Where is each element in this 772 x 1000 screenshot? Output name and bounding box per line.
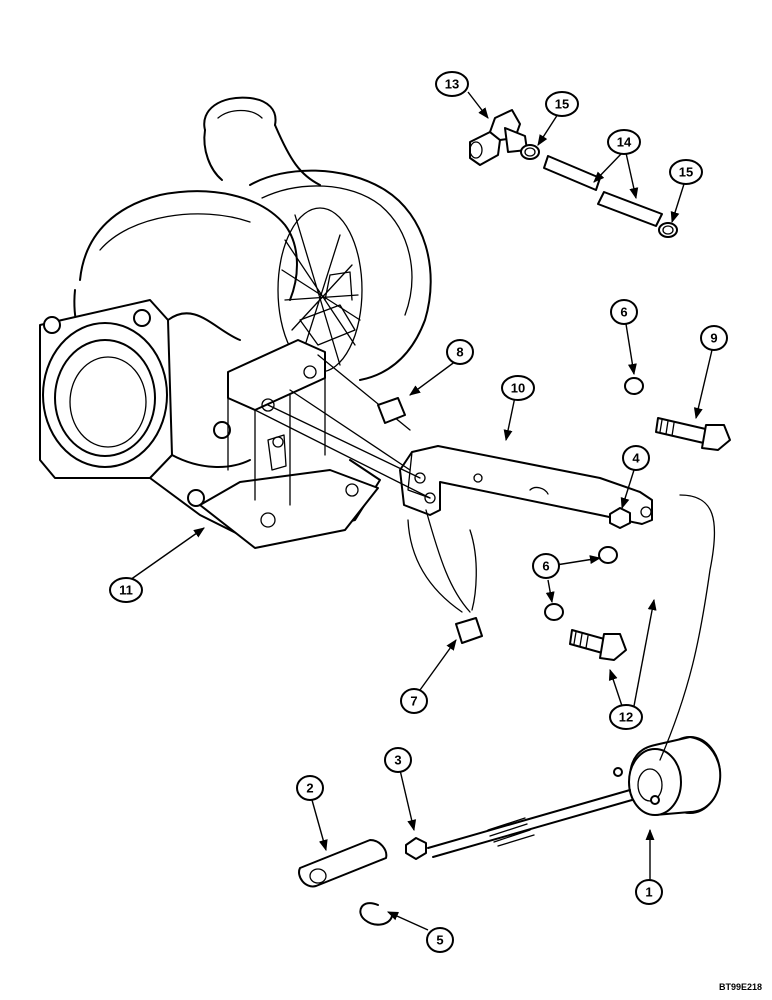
actuator-drawing	[427, 494, 722, 858]
washer-upper	[624, 377, 644, 395]
callout-13-label: 13	[445, 77, 459, 92]
turbocharger-drawing	[39, 96, 432, 549]
callout-15-lower: 15	[669, 159, 703, 185]
callout-15-upper: 15	[545, 91, 579, 117]
callout-7: 7	[400, 688, 428, 714]
retaining-clip	[359, 902, 393, 926]
hose-clamp-upper	[520, 144, 540, 160]
callout-9-label: 9	[710, 331, 717, 346]
washer-middle	[598, 546, 618, 564]
callout-6-lower: 6	[532, 553, 560, 579]
callout-14: 14	[607, 129, 641, 155]
callout-15-upper-label: 15	[555, 97, 569, 112]
callout-5: 5	[426, 927, 454, 953]
clevis	[298, 839, 388, 888]
callout-2-label: 2	[306, 781, 313, 796]
nut	[609, 507, 631, 529]
callout-15-lower-label: 15	[679, 165, 693, 180]
callout-13: 13	[435, 71, 469, 97]
callout-5-label: 5	[436, 933, 443, 948]
washer-lower	[544, 603, 564, 621]
hose-clamp-lower	[658, 222, 678, 238]
callout-2: 2	[296, 775, 324, 801]
callout-8-label: 8	[456, 345, 463, 360]
callout-1-label: 1	[645, 885, 652, 900]
hoses	[543, 155, 663, 227]
bolt-lower	[569, 629, 627, 661]
callout-3: 3	[384, 747, 412, 773]
callout-9: 9	[700, 325, 728, 351]
callout-3-label: 3	[394, 753, 401, 768]
spacer-upper	[377, 397, 406, 424]
callout-12: 12	[609, 704, 643, 730]
spacer-lower	[455, 617, 483, 644]
jam-nut	[405, 837, 427, 860]
bolt-upper	[655, 417, 731, 451]
elbow-fitting	[469, 109, 528, 166]
callout-10-label: 10	[511, 381, 525, 396]
callout-14-label: 14	[617, 135, 632, 150]
callout-8: 8	[446, 339, 474, 365]
callout-11-label: 11	[119, 583, 133, 598]
callout-12-label: 12	[619, 710, 633, 725]
callout-7-label: 7	[410, 694, 417, 709]
figure-code: BT99E218	[719, 982, 762, 992]
callout-leaders	[129, 91, 713, 931]
callout-10: 10	[501, 375, 535, 401]
callout-6-lower-label: 6	[542, 559, 549, 574]
callout-4: 4	[622, 445, 650, 471]
callout-6-upper-label: 6	[620, 305, 627, 320]
callout-6-upper: 6	[610, 299, 638, 325]
callout-4-label: 4	[632, 451, 640, 466]
callout-11: 11	[109, 577, 143, 603]
callout-1: 1	[635, 879, 663, 905]
flange-bolts	[43, 309, 231, 507]
